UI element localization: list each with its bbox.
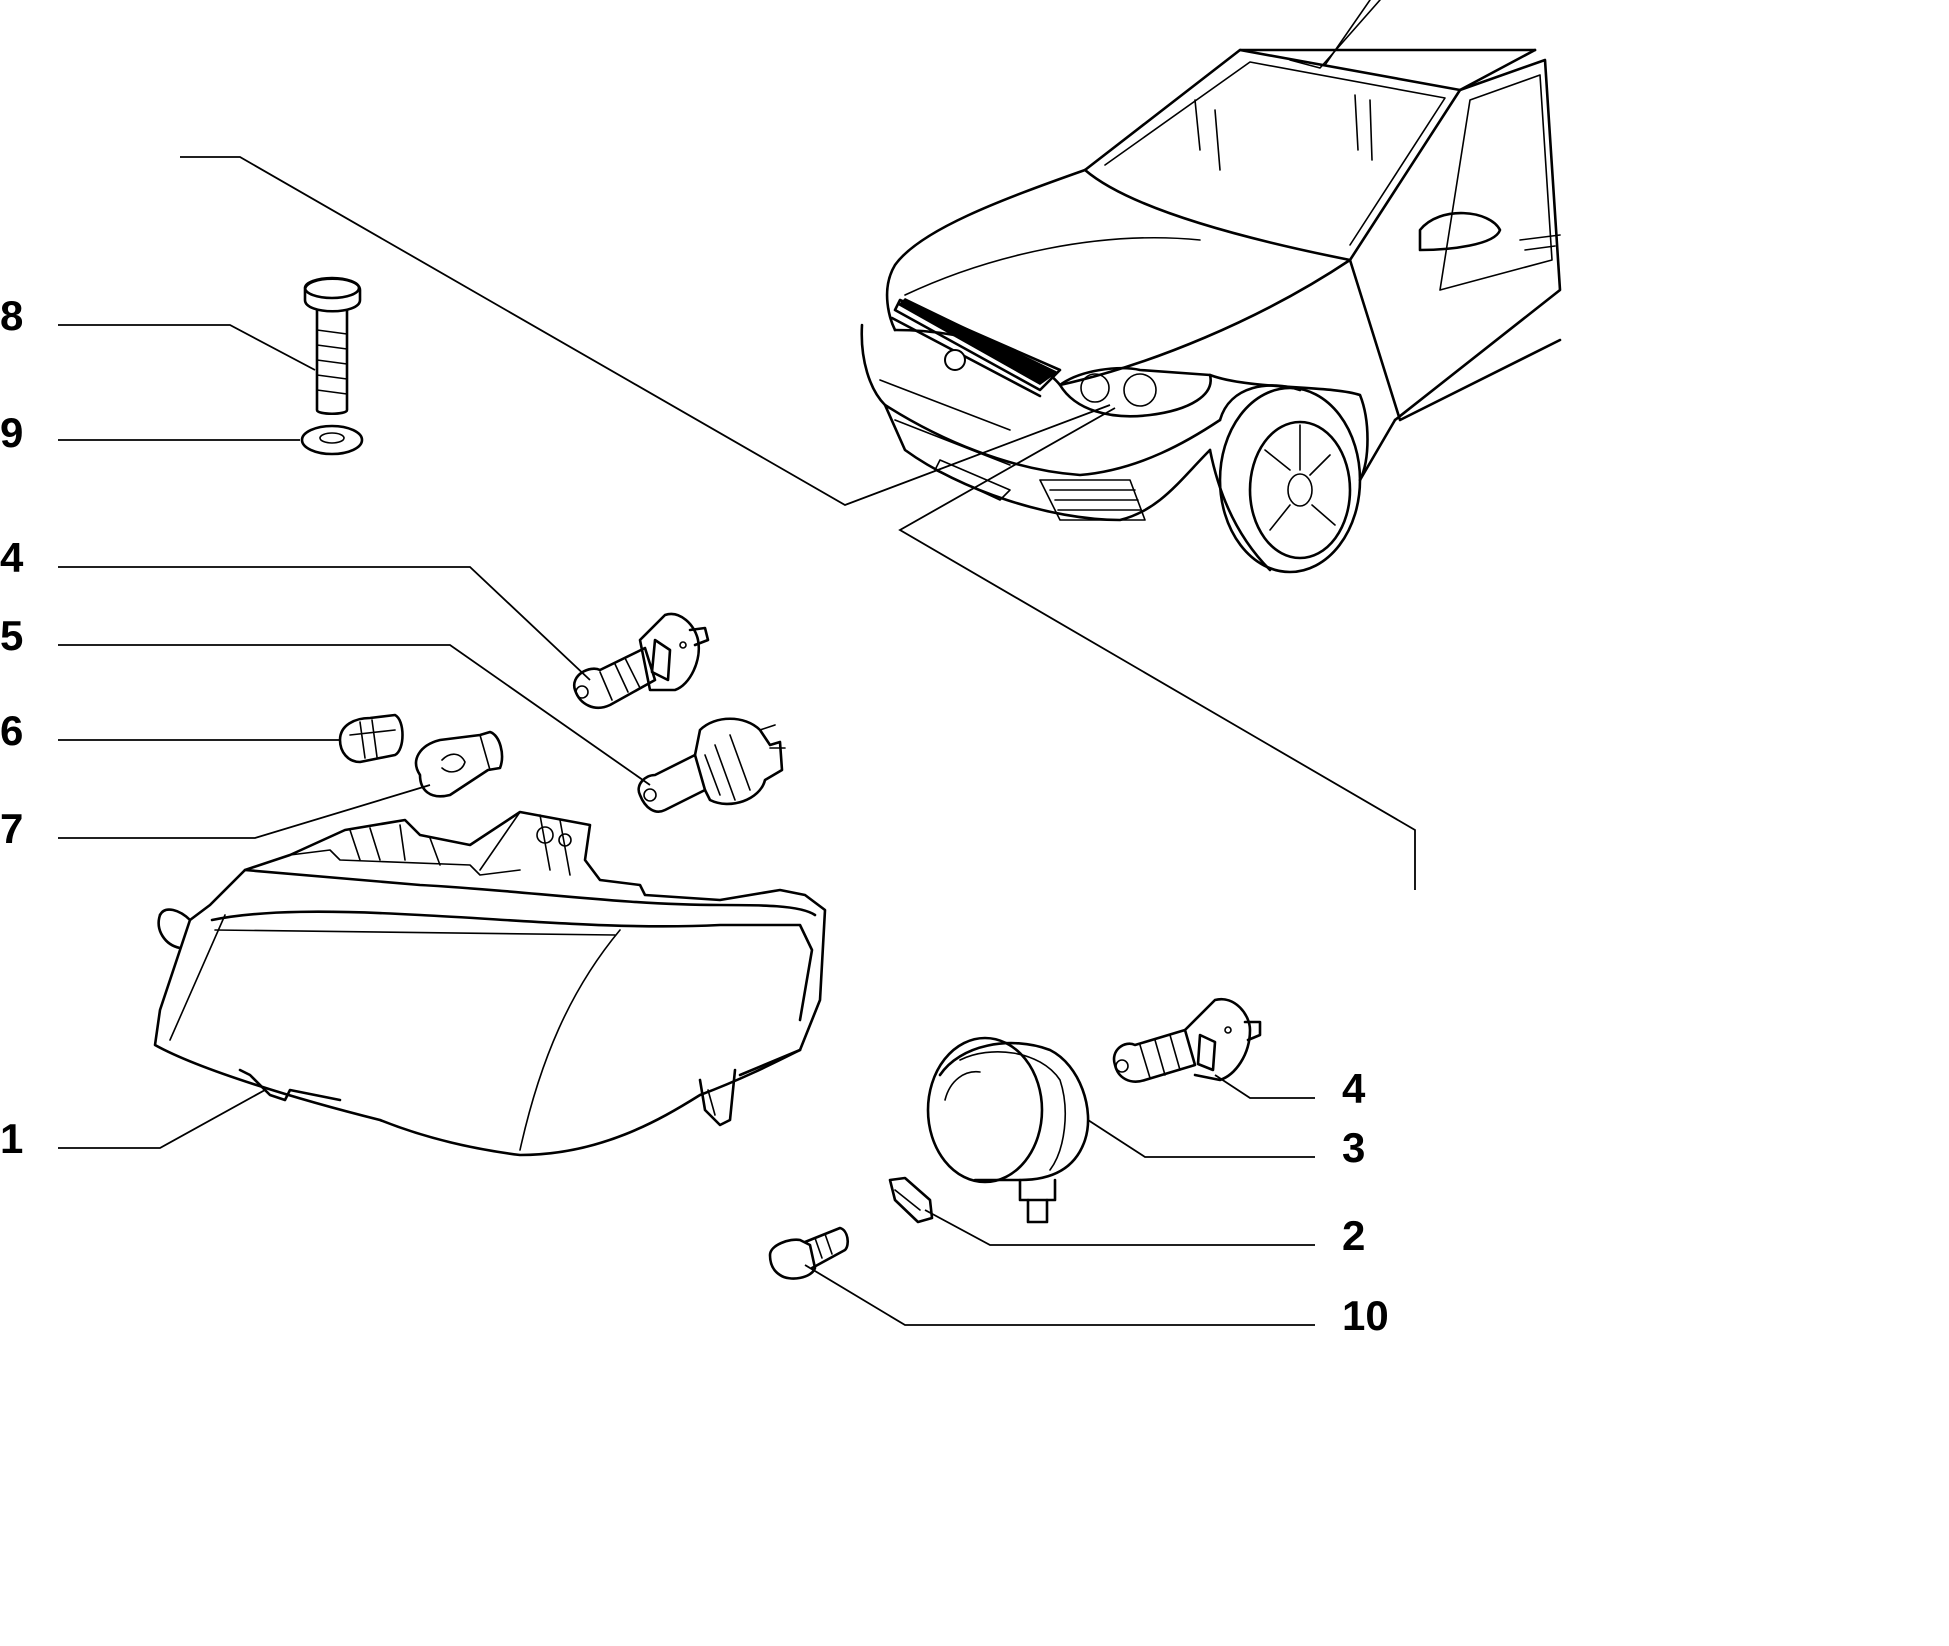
bulb-part-4-lower bbox=[1112, 997, 1262, 1083]
callout-7: 7 bbox=[0, 805, 23, 852]
bulb-part-5 bbox=[637, 717, 786, 813]
washer-part-9 bbox=[300, 424, 364, 456]
bulb-part-4-upper bbox=[572, 612, 710, 710]
clip-part-2 bbox=[888, 1176, 934, 1224]
bulb-part-6 bbox=[338, 713, 404, 764]
headlamp-part-1 bbox=[153, 810, 827, 1157]
leader-2 bbox=[924, 1209, 1315, 1246]
car-illustration bbox=[860, 0, 1562, 574]
callout-1: 1 bbox=[0, 1115, 23, 1162]
leader-8 bbox=[58, 324, 316, 371]
foglamp-part-3 bbox=[926, 1036, 1090, 1224]
bulb-part-7 bbox=[414, 730, 504, 798]
callout-6: 6 bbox=[0, 707, 23, 754]
leader-4-lower bbox=[1214, 1074, 1315, 1099]
callout-8: 8 bbox=[0, 292, 23, 339]
callout-2: 2 bbox=[1342, 1212, 1365, 1259]
callout-5: 5 bbox=[0, 612, 23, 659]
leader-1 bbox=[58, 1089, 266, 1149]
callout-4-lower: 4 bbox=[1342, 1065, 1366, 1112]
leader-lines bbox=[58, 324, 1315, 1326]
callout-9: 9 bbox=[0, 409, 23, 456]
leader-4-upper bbox=[58, 566, 591, 681]
leader-5 bbox=[58, 644, 651, 786]
leader-3 bbox=[1087, 1119, 1315, 1158]
bolt-part-8 bbox=[303, 276, 362, 416]
callout-3: 3 bbox=[1342, 1124, 1365, 1171]
callout-labels: 8 9 4 5 6 7 1 4 3 2 10 bbox=[0, 292, 1389, 1339]
car-pointer-lines bbox=[180, 156, 1416, 890]
callout-4-upper: 4 bbox=[0, 534, 24, 581]
bolt-part-10 bbox=[768, 1226, 850, 1280]
leader-10 bbox=[804, 1264, 1315, 1326]
callout-10: 10 bbox=[1342, 1292, 1389, 1339]
leader-7 bbox=[58, 784, 431, 839]
